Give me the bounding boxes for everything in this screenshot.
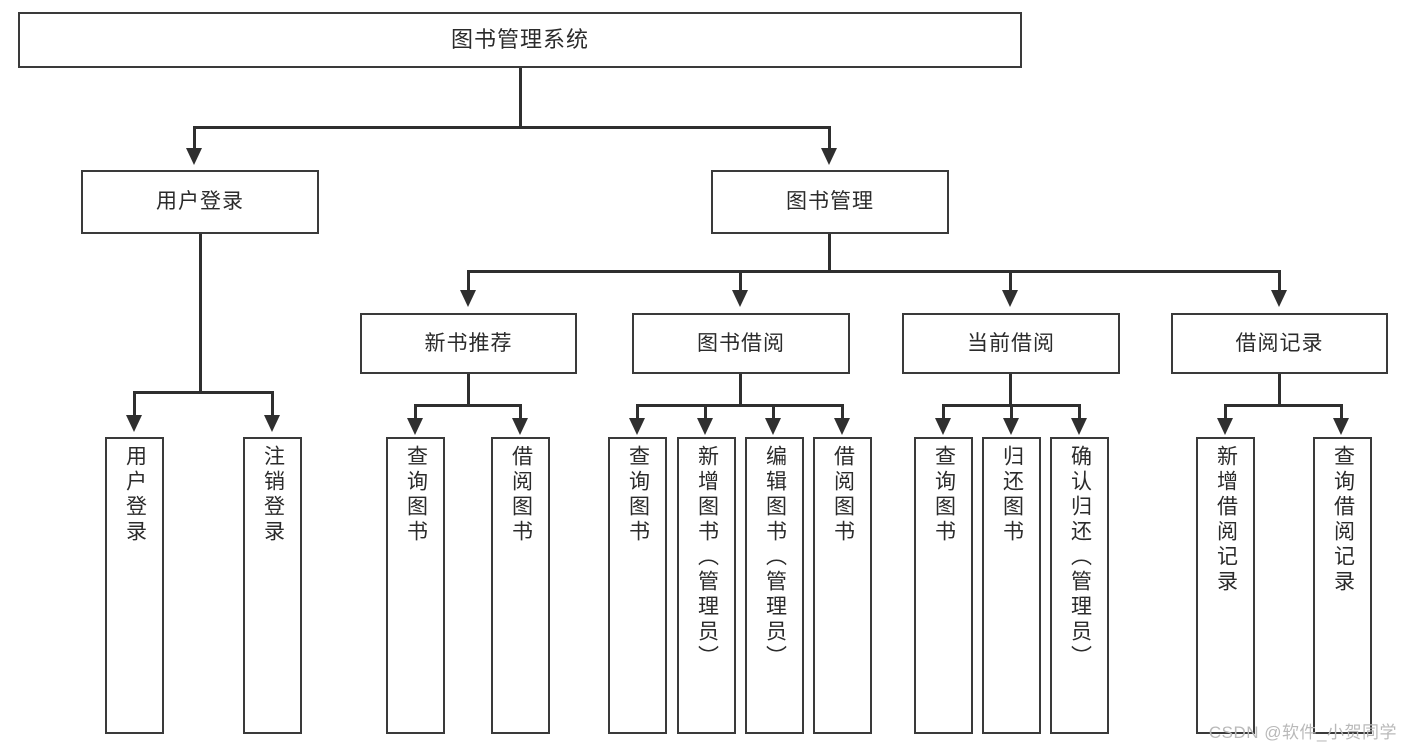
arrowhead-leaf-nb-borrow — [512, 418, 528, 435]
node-label: 借阅图书 — [831, 445, 855, 545]
connector-drop-leaf-bb-query — [636, 404, 639, 420]
leaf-new-book-query-books[interactable]: 查询图书 — [386, 437, 445, 734]
arrowhead-leaf-nb-query — [407, 418, 423, 435]
leaf-current-borrow-confirm-return-admin[interactable]: 确认归还（管理员） — [1050, 437, 1109, 734]
node-label: 新增图书（管理员） — [695, 445, 719, 670]
leaf-current-borrow-query-books[interactable]: 查询图书 — [914, 437, 973, 734]
node-root-book-management-system[interactable]: 图书管理系统 — [18, 12, 1022, 68]
node-label: 查询图书 — [404, 445, 428, 545]
arrowhead-leaf-cb-confirm — [1071, 418, 1087, 435]
connector-drop-leaf-nb-borrow — [519, 404, 522, 420]
leaf-user-login[interactable]: 用户登录 — [105, 437, 164, 734]
leaf-current-borrow-return-books[interactable]: 归还图书 — [982, 437, 1041, 734]
node-label: 图书借阅 — [697, 331, 785, 355]
connector-drop-leaf-cb-query — [942, 404, 945, 420]
arrowhead-book-management — [821, 148, 837, 165]
connector-new-book-bus — [414, 404, 521, 407]
node-current-borrow[interactable]: 当前借阅 — [902, 313, 1120, 374]
connector-current-borrow-stem — [1009, 374, 1012, 406]
connector-book-borrow-bus — [636, 404, 844, 407]
connector-book-management-stem — [828, 234, 831, 272]
connector-level2-bus — [193, 126, 830, 129]
arrowhead-borrow-record — [1271, 290, 1287, 307]
connector-drop-new-book — [467, 270, 470, 292]
node-label: 借阅图书 — [509, 445, 533, 545]
connector-borrow-record-stem — [1278, 374, 1281, 406]
connector-drop-borrow-record — [1278, 270, 1281, 292]
node-label: 查询图书 — [932, 445, 956, 545]
connector-drop-leaf-bb-edit — [772, 404, 775, 420]
connector-drop-leaf-cb-confirm — [1078, 404, 1081, 420]
node-label: 当前借阅 — [967, 331, 1055, 355]
leaf-book-borrow-edit-book-admin[interactable]: 编辑图书（管理员） — [745, 437, 804, 734]
leaf-book-borrow-add-book-admin[interactable]: 新增图书（管理员） — [677, 437, 736, 734]
node-label: 归还图书 — [1000, 445, 1024, 545]
connector-level3-bus — [467, 270, 1280, 273]
leaf-logout[interactable]: 注销登录 — [243, 437, 302, 734]
node-label: 借阅记录 — [1235, 331, 1324, 355]
connector-drop-leaf-bb-borrow — [841, 404, 844, 420]
arrowhead-leaf-user-login — [126, 415, 142, 432]
node-label: 用户登录 — [123, 445, 147, 545]
arrowhead-leaf-bb-add — [697, 418, 713, 435]
arrowhead-current-borrow — [1002, 290, 1018, 307]
node-label: 用户登录 — [156, 190, 244, 214]
leaf-borrow-record-add-record[interactable]: 新增借阅记录 — [1196, 437, 1255, 734]
connector-root-stem — [519, 68, 522, 127]
arrowhead-new-book — [460, 290, 476, 307]
leaf-book-borrow-query-books[interactable]: 查询图书 — [608, 437, 667, 734]
arrowhead-user-login — [186, 148, 202, 165]
node-label: 确认归还（管理员） — [1068, 445, 1092, 670]
node-label: 新书推荐 — [424, 331, 513, 355]
node-label: 编辑图书（管理员） — [763, 445, 787, 670]
connector-user-login-bus — [133, 391, 272, 394]
node-new-book-recommend[interactable]: 新书推荐 — [360, 313, 577, 374]
arrowhead-leaf-cb-return — [1003, 418, 1019, 435]
leaf-new-book-borrow-books[interactable]: 借阅图书 — [491, 437, 550, 734]
connector-drop-leaf-bb-add — [704, 404, 707, 420]
node-label: 图书管理系统 — [450, 26, 589, 52]
connector-drop-leaf-user-login — [133, 391, 136, 417]
arrowhead-book-borrow — [732, 290, 748, 307]
connector-drop-current-borrow — [1009, 270, 1012, 292]
node-label: 新增借阅记录 — [1214, 445, 1238, 595]
node-label: 查询图书 — [626, 445, 650, 545]
connector-new-book-stem — [467, 374, 470, 406]
connector-user-login-stem — [199, 234, 202, 393]
node-borrow-record[interactable]: 借阅记录 — [1171, 313, 1388, 374]
arrowhead-leaf-logout — [264, 415, 280, 432]
connector-book-borrow-stem — [739, 374, 742, 406]
node-label: 图书管理 — [786, 190, 874, 214]
arrowhead-leaf-bb-query — [629, 418, 645, 435]
arrowhead-leaf-br-query — [1333, 418, 1349, 435]
leaf-book-borrow-borrow-books[interactable]: 借阅图书 — [813, 437, 872, 734]
node-user-login[interactable]: 用户登录 — [81, 170, 319, 234]
arrowhead-leaf-bb-borrow — [834, 418, 850, 435]
arrowhead-leaf-br-add — [1217, 418, 1233, 435]
connector-drop-book-management — [828, 126, 831, 150]
connector-drop-leaf-logout — [271, 391, 274, 417]
csdn-watermark: CSDN @软件_小贺同学 — [1208, 723, 1397, 742]
connector-borrow-record-bus — [1224, 404, 1342, 407]
arrowhead-leaf-bb-edit — [765, 418, 781, 435]
connector-drop-leaf-nb-query — [414, 404, 417, 420]
connector-drop-leaf-cb-return — [1010, 404, 1013, 420]
connector-drop-leaf-br-add — [1224, 404, 1227, 420]
leaf-borrow-record-query-record[interactable]: 查询借阅记录 — [1313, 437, 1372, 734]
node-book-borrow[interactable]: 图书借阅 — [632, 313, 850, 374]
connector-drop-book-borrow — [739, 270, 742, 292]
connector-drop-user-login — [193, 126, 196, 150]
node-book-management[interactable]: 图书管理 — [711, 170, 949, 234]
arrowhead-leaf-cb-query — [935, 418, 951, 435]
node-label: 查询借阅记录 — [1331, 445, 1355, 595]
connector-drop-leaf-br-query — [1340, 404, 1343, 420]
node-label: 注销登录 — [261, 445, 285, 545]
